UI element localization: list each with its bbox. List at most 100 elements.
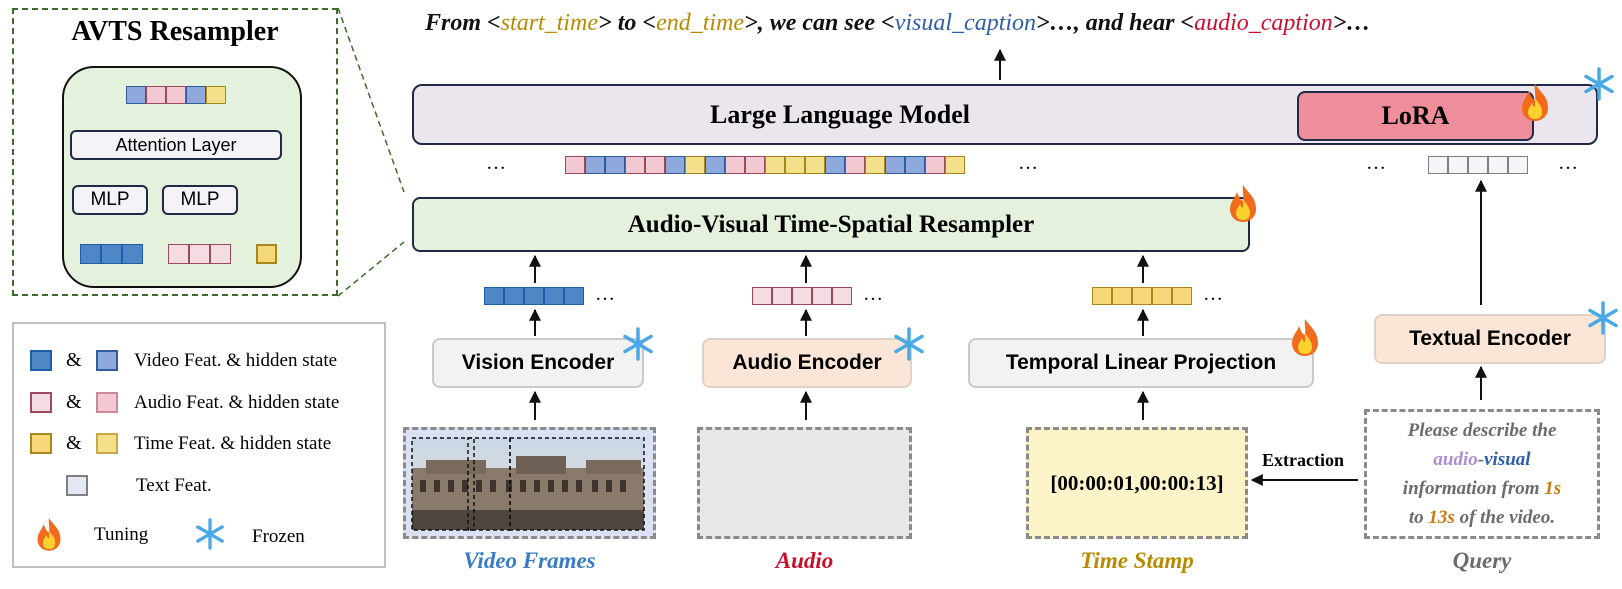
fire-icon xyxy=(1518,82,1552,127)
token-time xyxy=(805,156,825,174)
caption-to: > to < xyxy=(598,10,657,36)
token-video xyxy=(186,86,206,104)
ellipsis: … xyxy=(595,283,615,305)
ellipsis: … xyxy=(1366,152,1386,174)
query-t1: 1s xyxy=(1544,478,1562,499)
token-audio-feat xyxy=(772,287,792,305)
avts-video-row xyxy=(80,244,144,266)
query-line-1: Please describe the xyxy=(1408,416,1557,445)
token-video xyxy=(905,156,925,174)
resampler-label: Audio-Visual Time-Spatial Resampler xyxy=(627,210,1035,238)
fire-icon xyxy=(1288,317,1322,362)
legend-time-hidden xyxy=(96,433,118,454)
mlp-box-2: MLP xyxy=(162,185,238,215)
query-dash: - xyxy=(1477,449,1485,470)
snowflake-icon xyxy=(1586,301,1620,340)
avts-title: AVTS Resampler xyxy=(71,16,279,47)
token-video-feat xyxy=(564,287,584,305)
legend-video-hidden xyxy=(96,350,118,371)
token-video xyxy=(665,156,685,174)
query-line-3: information from 1s xyxy=(1403,474,1561,503)
token-audio xyxy=(146,86,166,104)
video-feat-row xyxy=(484,287,589,308)
token-time xyxy=(685,156,705,174)
token-text xyxy=(1488,156,1508,174)
token-video-feat xyxy=(524,287,544,305)
output-caption: From <start_time> to <end_time>, we can … xyxy=(425,10,1370,37)
token-video-feat xyxy=(484,287,504,305)
token-video xyxy=(605,156,625,174)
token-video-feat xyxy=(101,244,122,264)
ellipsis: … xyxy=(863,283,883,305)
token-audio-feat xyxy=(189,244,210,264)
snowflake-icon xyxy=(621,327,655,366)
token-time-feat xyxy=(1112,287,1132,305)
token-audio xyxy=(166,86,186,104)
query-t2: 13s xyxy=(1428,507,1455,528)
legend-and: & xyxy=(66,432,82,454)
legend-video-label: Video Feat. & hidden state xyxy=(134,350,338,371)
video-frames-label: Video Frames xyxy=(463,548,596,573)
legend-and: & xyxy=(66,349,82,371)
extraction-label: Extraction xyxy=(1262,450,1344,470)
token-audio xyxy=(745,156,765,174)
token-audio-feat xyxy=(812,287,832,305)
time-stamp-label: Time Stamp xyxy=(1080,548,1194,573)
temporal-projection-box: Temporal Linear Projection xyxy=(968,338,1314,388)
token-video xyxy=(825,156,845,174)
ellipsis: … xyxy=(1018,152,1038,174)
attention-layer-box: Attention Layer xyxy=(70,130,282,160)
textual-encoder-box: Textual Encoder xyxy=(1374,314,1606,364)
timestamp-value: [00:00:01,00:00:13] xyxy=(1050,470,1224,495)
caption-start-time: start_time xyxy=(500,10,599,36)
legend-time-feat xyxy=(30,433,52,454)
audio-feat-row xyxy=(752,287,857,308)
timestamp-box: [00:00:01,00:00:13] xyxy=(1026,427,1248,539)
token-time xyxy=(206,86,226,104)
caption-end: >… xyxy=(1332,10,1371,36)
temporal-projection-label: Temporal Linear Projection xyxy=(1005,351,1277,374)
caption-hear: >…, and hear < xyxy=(1036,10,1195,36)
token-audio-feat xyxy=(210,244,231,264)
token-video-feat xyxy=(122,244,143,264)
token-video-feat xyxy=(80,244,101,264)
lora-box: LoRA xyxy=(1297,91,1534,141)
time-feat-row xyxy=(1092,287,1197,308)
legend-text-feat xyxy=(66,475,88,496)
audio-encoder-box: Audio Encoder xyxy=(702,338,912,388)
token-video-feat xyxy=(544,287,564,305)
snowflake-icon xyxy=(194,518,226,555)
token-time xyxy=(785,156,805,174)
vision-encoder-box: Vision Encoder xyxy=(432,338,644,388)
token-audio-feat xyxy=(752,287,772,305)
legend-audio-feat xyxy=(30,392,52,413)
token-time-feat xyxy=(1092,287,1112,305)
token-audio xyxy=(845,156,865,174)
token-audio-feat xyxy=(168,244,189,264)
legend-and: & xyxy=(66,391,82,413)
token-text xyxy=(1428,156,1448,174)
legend-row-text: Text Feat. xyxy=(30,475,380,501)
query-text-4: of the video. xyxy=(1454,507,1556,528)
mlp-label-1: MLP xyxy=(90,189,130,210)
avts-audio-row xyxy=(168,244,232,266)
token-text xyxy=(1468,156,1488,174)
caption-from: From < xyxy=(425,10,501,36)
ellipsis: … xyxy=(1558,152,1578,174)
token-time xyxy=(865,156,885,174)
token-audio xyxy=(565,156,585,174)
token-audio xyxy=(645,156,665,174)
video-frames-image xyxy=(411,437,645,531)
query-text-1: Please describe the xyxy=(1407,420,1557,441)
token-time-feat xyxy=(1172,287,1192,305)
token-audio-feat xyxy=(832,287,852,305)
token-audio xyxy=(625,156,645,174)
token-text xyxy=(1508,156,1528,174)
legend-row-time: & Time Feat. & hidden state xyxy=(30,432,380,459)
token-time-feat xyxy=(256,244,277,264)
avts-panel xyxy=(12,8,338,296)
llm-label: Large Language Model xyxy=(710,99,970,129)
query-box: Please describe the audio-visual informa… xyxy=(1364,409,1600,539)
fire-icon xyxy=(34,516,64,557)
legend-time-label: Time Feat. & hidden state xyxy=(134,433,332,454)
